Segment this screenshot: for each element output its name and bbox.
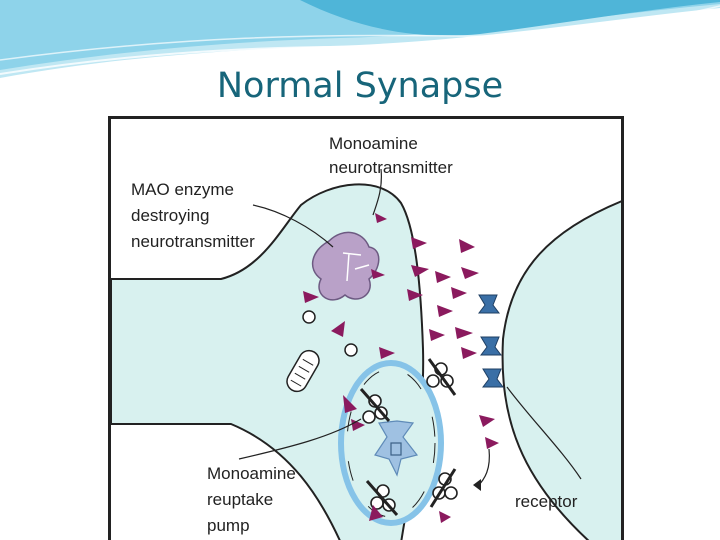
label-monoamine-line1: Monoamine [329,134,418,153]
label-mao-line1: MAO enzyme [131,180,234,199]
leader-line-pump [238,418,362,460]
slide-title: Normal Synapse [216,66,504,106]
empty-vesicle [344,343,358,357]
label-monoamine-line2: neurotransmitter [329,158,453,177]
mao-enzyme [311,231,380,301]
reuptake-pump [426,358,457,396]
leader-line-mao [252,204,334,248]
label-mao-line3: neurotransmitter [131,232,255,251]
empty-vesicle [302,310,316,324]
reuptake-pump [365,480,399,516]
label-mao-line2: destroying [131,206,210,225]
reuptake-pump [359,388,391,424]
postsynaptic-membrane [501,200,621,540]
label-receptor: receptor [515,492,578,511]
synapse-diagram: Monoamine neurotransmitter MAO enzyme de… [108,116,624,540]
mitochondrion [286,349,320,393]
synapse-diagram-artwork [111,168,621,540]
vesicle-enzyme [374,420,419,477]
leader-line-monoamine [372,168,382,216]
reuptake-pump [429,468,458,508]
leader-line-receptor [506,386,582,480]
label-pump-line1: Monoamine [207,464,296,483]
header-wave-decoration [0,0,720,78]
label-pump-line3: pump [207,516,250,535]
neurotransmitter-molecules [303,213,499,523]
receptor-site [478,294,504,388]
label-pump-line2: reuptake [207,490,274,509]
